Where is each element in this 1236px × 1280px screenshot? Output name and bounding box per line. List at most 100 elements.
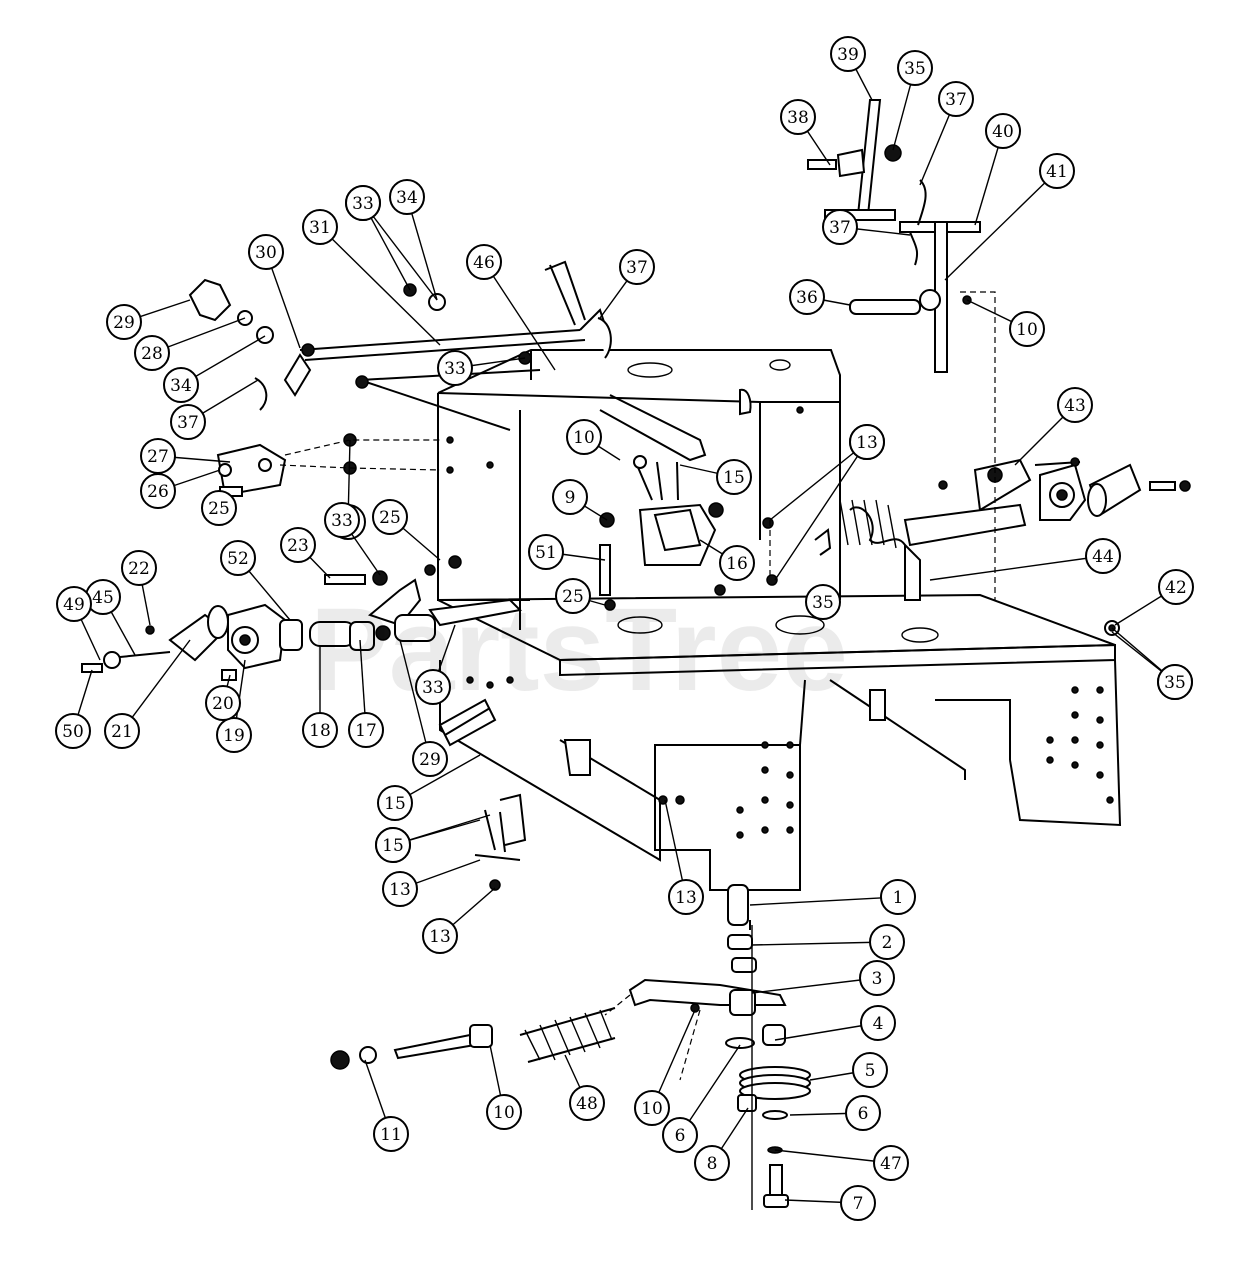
callout-layer: 1234566789101010101112131313131415151516… xyxy=(55,36,1194,1221)
callout-number: 26 xyxy=(147,482,169,502)
callout-33: 33 xyxy=(345,185,438,301)
callout-number: 4 xyxy=(873,1014,884,1034)
callout-circle xyxy=(163,367,199,403)
callout-23: 23 xyxy=(280,527,331,579)
callout-circle xyxy=(719,545,755,581)
callout-6: 6 xyxy=(662,1044,741,1153)
callout-circle xyxy=(121,550,157,586)
callout-circle xyxy=(140,438,176,474)
callout-number: 45 xyxy=(92,588,114,608)
callout-circle xyxy=(634,1090,670,1126)
callout-circle xyxy=(668,879,704,915)
callout-circle xyxy=(852,1052,888,1088)
callout-13: 13 xyxy=(664,799,704,915)
callout-number: 19 xyxy=(223,726,245,746)
callout-circle xyxy=(324,502,360,538)
callout-circle xyxy=(938,81,974,117)
callout-31: 31 xyxy=(302,209,441,346)
callout-37: 37 xyxy=(599,249,655,319)
callout-number: 33 xyxy=(422,678,444,698)
callout-6: 6 xyxy=(789,1095,881,1131)
leader-line xyxy=(121,639,191,732)
callout-number: 38 xyxy=(787,108,809,128)
callout-17: 17 xyxy=(348,639,384,748)
callout-33: 33 xyxy=(437,350,526,386)
callout-16: 16 xyxy=(699,539,755,581)
callout-number: 13 xyxy=(429,927,451,947)
callout-number: 10 xyxy=(641,1099,663,1119)
callout-number: 21 xyxy=(111,722,133,742)
callout-number: 42 xyxy=(1165,578,1187,598)
callout-number: 47 xyxy=(880,1154,902,1174)
callout-number: 1 xyxy=(893,888,904,908)
leader-line xyxy=(769,441,868,521)
leader-line xyxy=(751,977,878,994)
callout-25: 25 xyxy=(555,578,606,614)
callout-29: 29 xyxy=(399,639,448,777)
callout-number: 20 xyxy=(212,694,234,714)
callout-number: 37 xyxy=(177,413,199,433)
callout-number: 34 xyxy=(170,376,192,396)
leader-line xyxy=(749,896,899,906)
callout-15: 15 xyxy=(375,814,491,863)
callout-5: 5 xyxy=(809,1052,888,1088)
callout-34: 34 xyxy=(389,179,438,301)
callout-number: 17 xyxy=(355,721,377,741)
callout-number: 10 xyxy=(1016,320,1038,340)
callout-circle xyxy=(170,404,206,440)
callout-circle xyxy=(897,50,933,86)
callout-number: 25 xyxy=(208,499,230,519)
callout-circle xyxy=(466,244,502,280)
callout-35: 35 xyxy=(892,50,933,151)
callout-circle xyxy=(373,1116,409,1152)
callout-19: 19 xyxy=(216,659,252,753)
callout-number: 33 xyxy=(331,511,353,531)
callout-circle xyxy=(55,713,91,749)
callout-circle xyxy=(437,350,473,386)
callout-1: 1 xyxy=(749,879,916,915)
callout-37: 37 xyxy=(919,81,974,186)
callout-25: 25 xyxy=(372,499,441,561)
callout-circle xyxy=(220,540,256,576)
callout-15: 15 xyxy=(377,754,481,821)
callout-circle xyxy=(985,113,1021,149)
callout-circle xyxy=(619,249,655,285)
callout-number: 11 xyxy=(380,1125,402,1145)
callout-number: 5 xyxy=(865,1061,876,1081)
callout-3: 3 xyxy=(751,960,895,996)
leader-line xyxy=(483,261,556,371)
callout-circle xyxy=(56,586,92,622)
callout-circle xyxy=(412,741,448,777)
callout-circle xyxy=(830,36,866,72)
callout-circle xyxy=(248,234,284,270)
callout-number: 8 xyxy=(707,1154,718,1174)
callout-number: 15 xyxy=(384,794,406,814)
callout-40: 40 xyxy=(974,113,1021,226)
callout-47: 47 xyxy=(774,1145,909,1181)
callout-number: 23 xyxy=(287,536,309,556)
callout-39: 39 xyxy=(830,36,873,101)
callout-number: 46 xyxy=(473,253,495,273)
callout-number: 51 xyxy=(535,543,557,563)
callout-number: 18 xyxy=(309,721,331,741)
callout-circle xyxy=(662,1117,698,1153)
callout-number: 40 xyxy=(992,122,1014,142)
callout-27: 27 xyxy=(140,438,231,474)
callout-50: 50 xyxy=(55,669,93,749)
upper-right-levers xyxy=(769,99,996,600)
callout-circle xyxy=(845,1095,881,1131)
callout-21: 21 xyxy=(104,639,191,749)
callout-circle xyxy=(1009,311,1045,347)
callout-circle xyxy=(216,717,252,753)
callout-number: 48 xyxy=(576,1094,598,1114)
callout-number: 33 xyxy=(444,359,466,379)
callout-33: 33 xyxy=(415,624,456,705)
callout-48: 48 xyxy=(564,1054,605,1121)
callout-10: 10 xyxy=(966,299,1045,347)
callout-30: 30 xyxy=(248,234,301,349)
plate-holes xyxy=(446,406,1114,839)
leader-line xyxy=(944,170,1058,281)
callout-number: 30 xyxy=(255,243,277,263)
callout-number: 39 xyxy=(837,45,859,65)
